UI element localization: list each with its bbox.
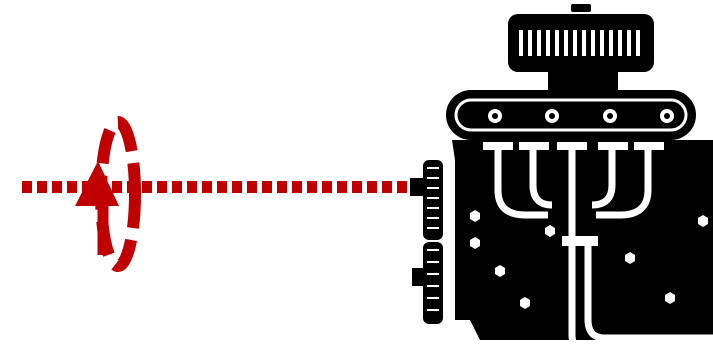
exhaust-headers xyxy=(494,150,713,356)
manifold-bolts xyxy=(488,109,674,123)
air-filter-knob xyxy=(571,4,591,12)
crank-hub xyxy=(410,178,426,196)
front-pulley-upper xyxy=(423,160,443,240)
intake-manifold xyxy=(446,90,696,140)
v8-engine-icon xyxy=(410,4,713,356)
lower-hub xyxy=(412,268,424,286)
air-filter-fins xyxy=(519,30,640,56)
intake-manifold-inner xyxy=(454,98,688,132)
pulley-belt-teeth xyxy=(427,167,439,311)
rotation-arrow-icon xyxy=(75,116,141,272)
rotation-arrowhead xyxy=(75,161,119,206)
block-bolts xyxy=(470,210,708,309)
header-flanges xyxy=(483,142,664,246)
air-filter xyxy=(508,14,654,72)
carburetor xyxy=(548,72,618,92)
front-pulley-lower xyxy=(423,242,443,324)
